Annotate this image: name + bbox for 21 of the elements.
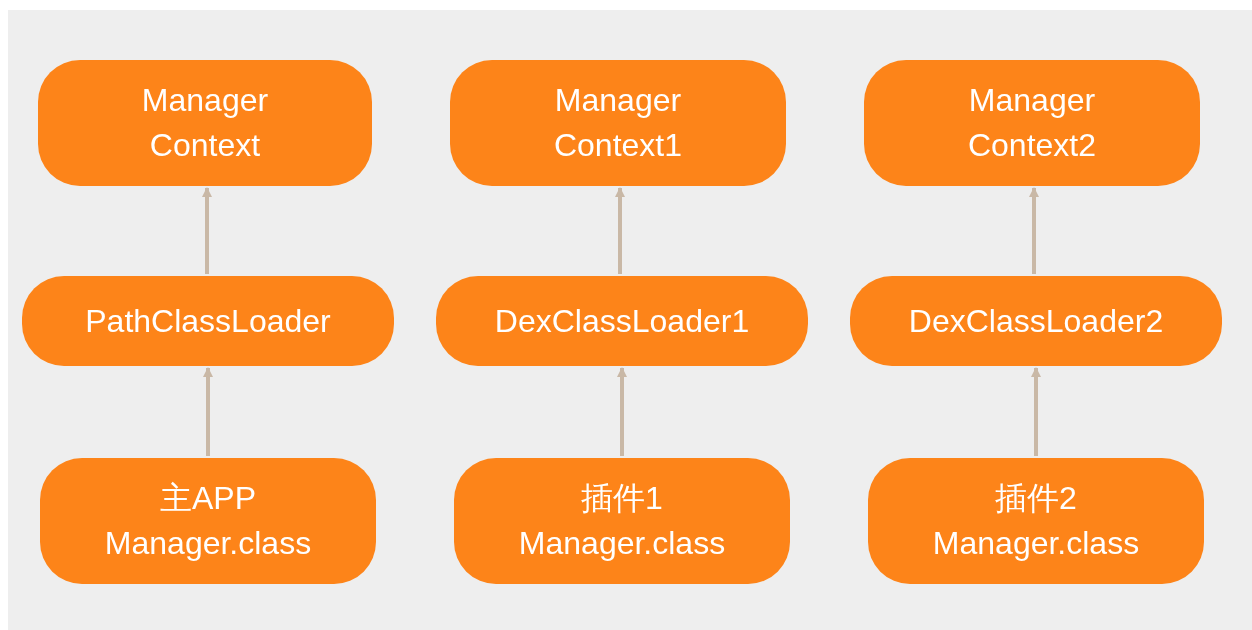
node-label: 插件1 Manager.class	[517, 479, 727, 563]
rounded-box	[454, 458, 790, 584]
rounded-box	[868, 458, 1204, 584]
node-label: Manager Context1	[552, 81, 684, 165]
arrow	[615, 187, 625, 274]
node-label: DexClassLoader1	[494, 301, 750, 341]
arrow	[1029, 187, 1039, 274]
rounded-box	[864, 60, 1200, 186]
node-label: Manager Context	[140, 81, 270, 165]
rounded-box	[38, 60, 372, 186]
arrow	[617, 367, 627, 456]
rounded-box	[450, 60, 786, 186]
rounded-box	[40, 458, 376, 584]
node-label: DexClassLoader2	[908, 301, 1164, 341]
arrow	[1031, 367, 1041, 456]
arrow	[202, 187, 212, 274]
arrow	[203, 367, 213, 456]
node-label: 插件2 Manager.class	[931, 479, 1141, 563]
node-label: Manager Context2	[966, 81, 1098, 165]
node-label: PathClassLoader	[85, 301, 331, 341]
node-label: 主APP Manager.class	[103, 479, 313, 563]
